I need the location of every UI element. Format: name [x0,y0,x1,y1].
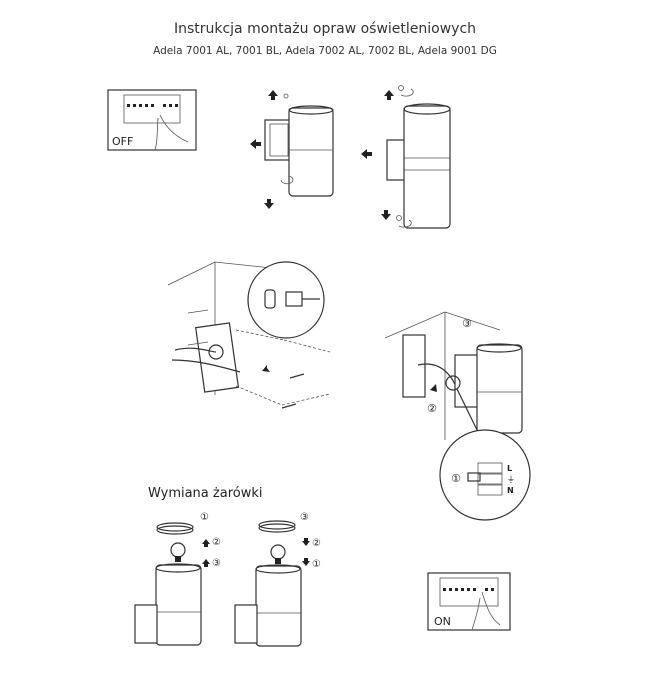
rotate-icon [280,175,294,185]
arrow-up-icon [268,90,278,100]
bulb-icon [270,544,286,560]
wiring-step-1: ① [451,472,461,485]
arrow-left-icon [361,149,372,159]
page-subtitle: Adela 7001 AL, 7001 BL, Adela 7002 AL, 7… [153,45,497,57]
arrow-icon [262,365,270,372]
rotate-icon [400,88,414,97]
on-label: ON [434,615,451,628]
lamp-wiring-mounting: ② ③ L ⏚ N ① [384,311,531,521]
screw-icon [396,215,402,221]
bulb-removal-illustration: ① ② ③ [134,512,221,646]
breaker-off-illustration: OFF [107,89,197,151]
wall-plate-mounting [167,261,331,409]
screw-icon [398,85,404,91]
terminal-l: L [507,464,512,473]
install-step-3: ③ [300,512,309,523]
lamp-short-removal [250,90,334,209]
arrow-up-icon [202,559,210,567]
arrow-down-icon [302,558,310,566]
wiring-step-2: ② [427,402,437,415]
rotate-icon [398,219,412,228]
bulb-icon [170,542,186,558]
install-step-1: ① [312,559,321,570]
terminal-ground: ⏚ [507,475,515,484]
removal-step-1: ① [200,512,209,523]
magnifier-circle [439,429,531,521]
arrow-up-icon [384,90,394,100]
install-step-2: ② [312,538,321,549]
lamp-tall-removal [361,85,451,229]
screw-icon [283,93,289,99]
page-title: Instrukcja montażu opraw oświetleniowych [173,21,477,37]
breaker-on-illustration: ON [427,572,511,631]
bulb-install-illustration: ③ ② ① [234,512,321,647]
removal-step-2: ② [212,537,221,548]
arrow-left-icon [250,139,261,149]
arrow-down-icon [264,199,274,209]
arrow-down-icon [302,538,310,546]
arrow-icon [430,384,437,392]
terminal-n: N [507,486,514,495]
wiring-step-3: ③ [462,317,472,330]
arrow-up-icon [202,539,210,547]
bulb-replacement-title: Wymiana żarówki [148,486,263,501]
off-label: OFF [112,135,133,148]
arrow-down-icon [381,210,391,220]
removal-step-3: ③ [212,558,221,569]
